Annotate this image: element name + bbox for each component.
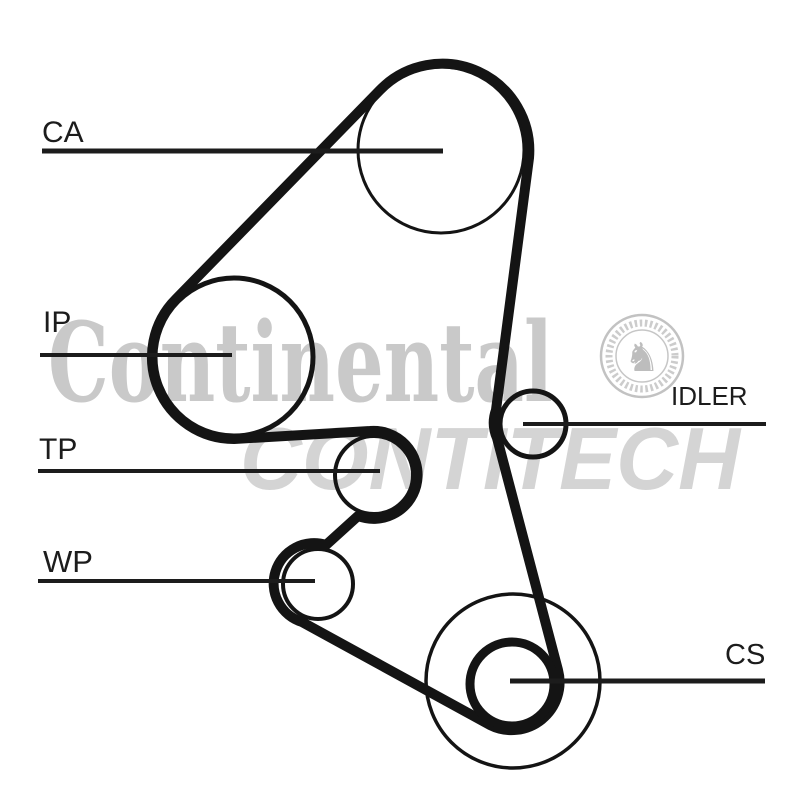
horse-icon: ♞ (624, 335, 660, 381)
stamp-text-ring (605, 319, 679, 393)
stamp-outer-ring (599, 313, 685, 399)
label-ip: IP (43, 306, 71, 339)
pulley-tp-circle (333, 434, 415, 516)
continental-horse-stamp: ♞ (599, 313, 685, 399)
label-tp: TP (39, 433, 77, 466)
timing-belt-path (147, 58, 565, 736)
label-cs: CS (725, 639, 765, 671)
label-leader-lines (38, 148, 766, 684)
label-wp: WP (43, 544, 93, 579)
continental-wordmark-watermark: Continental (48, 298, 553, 427)
pulley-circles (152, 65, 602, 770)
stamp-inner-ring (615, 329, 669, 383)
pulley-cs-hub-circle (465, 637, 559, 731)
label-ca: CA (42, 116, 84, 149)
pulley-wp-circle (281, 547, 355, 621)
pulley-labels: CA IP TP WP IDLER CS (39, 116, 765, 671)
label-idler: IDLER (671, 381, 748, 411)
